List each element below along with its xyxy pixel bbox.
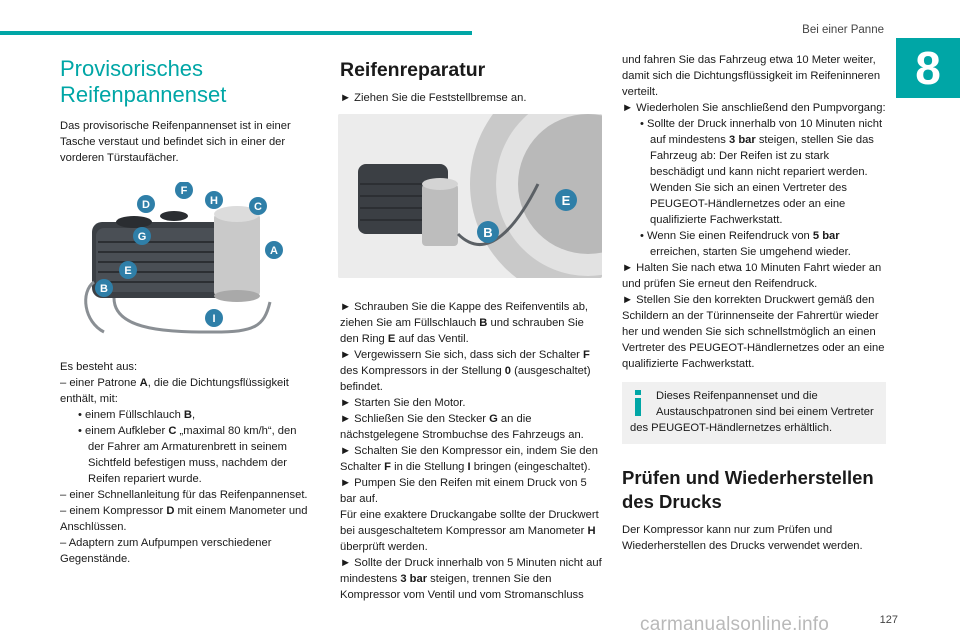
- repair-step-brake: ► Ziehen Sie die Feststellbremse an.: [340, 92, 527, 104]
- info-icon: [635, 390, 641, 416]
- fig1-label-i: I: [212, 313, 215, 325]
- fig2-label-e: E: [562, 193, 571, 208]
- kit-intro: Das provisorische Reifenpannenset ist in…: [60, 120, 291, 164]
- info-box: Dieses Reifenpannenset und die Austausch…: [622, 382, 886, 444]
- column-kit: Provisorisches Reifenpannenset Das provi…: [60, 52, 310, 567]
- chapter-tab: 8: [896, 38, 960, 98]
- repair-step-plug: ► Schließen Sie den Stecker G an die näc…: [340, 413, 584, 441]
- repair-note-gauge: Für eine exaktere Druckangabe sollte der…: [340, 509, 599, 553]
- contents-item-cartridge: – einer Patrone A, die die Dichtungsflüs…: [60, 377, 289, 405]
- repair-bullet-damaged: • Sollte der Druck innerhalb von 10 Minu…: [640, 118, 883, 226]
- repair-step-valve: ► Schrauben Sie die Kappe des Reifenvent…: [340, 301, 589, 345]
- figure2-labels: E B: [477, 189, 577, 243]
- contents-sub-sticker: • einem Aufkleber C „maximal 80 km/h“, d…: [78, 425, 297, 485]
- repair-step-pressure-check: ► Sollte der Druck innerhalb von 5 Minut…: [340, 557, 602, 601]
- check-pressure-text: Der Kompressor kann nur zum Prüfen und W…: [622, 524, 863, 552]
- page-number: 127: [879, 614, 898, 626]
- contents-item-guide: – einer Schnellanleitung für das Reifenp…: [60, 489, 308, 501]
- info-text-line1: Dieses Reifenpannenset und die Austausch…: [656, 390, 874, 418]
- repair-step-switch-off: ► Vergewissern Sie sich, dass sich der S…: [340, 349, 591, 393]
- column-repair: Reifenreparatur ► Ziehen Sie die Festste…: [338, 52, 706, 603]
- fig1-label-e: E: [124, 265, 131, 277]
- repair-step-restore: ► Stellen Sie den korrekten Druckwert ge…: [622, 294, 885, 370]
- contents-item-compressor: – einem Kompressor D mit einem Manometer…: [60, 505, 308, 533]
- fig1-label-h: H: [210, 195, 218, 207]
- watermark: carmanualsonline.info: [640, 614, 830, 635]
- fig1-label-c: C: [254, 201, 262, 213]
- repair-step-switch-on: ► Schalten Sie den Kompressor ein, indem…: [340, 445, 598, 473]
- fig1-label-g: G: [138, 231, 147, 243]
- fig2-label-b: B: [483, 225, 492, 240]
- repair-illustration: E B: [338, 66, 706, 302]
- repair-step-repeat: ► Wiederholen Sie anschließend den Pumpv…: [622, 102, 886, 114]
- figure1-labels: F D H C G A E B I: [95, 181, 283, 327]
- heading-check-pressure: Prüfen und Wiederherstellen des Drucks: [622, 467, 874, 512]
- kit-illustration: F D H C G A E B I: [84, 181, 283, 334]
- section-header: Bei einer Panne: [802, 24, 884, 36]
- repair-step-inflate: ► Pumpen Sie den Reifen mit einem Druck …: [340, 477, 587, 505]
- repair-step-engine: ► Starten Sie den Motor.: [340, 397, 466, 409]
- repair-continued: und fahren Sie das Fahrzeug etwa 10 Mete…: [622, 54, 881, 98]
- repair-step-recheck: ► Halten Sie nach etwa 10 Minuten Fahrt …: [622, 262, 882, 290]
- heading-repair: Reifenreparatur: [340, 59, 486, 81]
- info-text-line2: des PEUGEOT-Händlernetzes erhältlich.: [630, 422, 833, 434]
- fig1-label-f: F: [181, 185, 188, 197]
- fig1-label-a: A: [270, 245, 278, 257]
- contents-heading: Es besteht aus:: [60, 361, 138, 373]
- fig1-label-d: D: [142, 199, 150, 211]
- heading-kit: Provisorisches Reifenpannenset: [60, 56, 227, 107]
- fig1-label-b: B: [100, 283, 108, 295]
- repair-bullet-ok: • Wenn Sie einen Reifendruck von 5 bar e…: [640, 230, 851, 258]
- header-accent-bar: [0, 31, 472, 35]
- contents-item-adapters: – Adaptern zum Aufpumpen verschiedener G…: [60, 537, 272, 565]
- column-continued: und fahren Sie das Fahrzeug etwa 10 Mete…: [622, 52, 886, 554]
- contents-sub-hose: • einem Füllschlauch B,: [78, 409, 196, 421]
